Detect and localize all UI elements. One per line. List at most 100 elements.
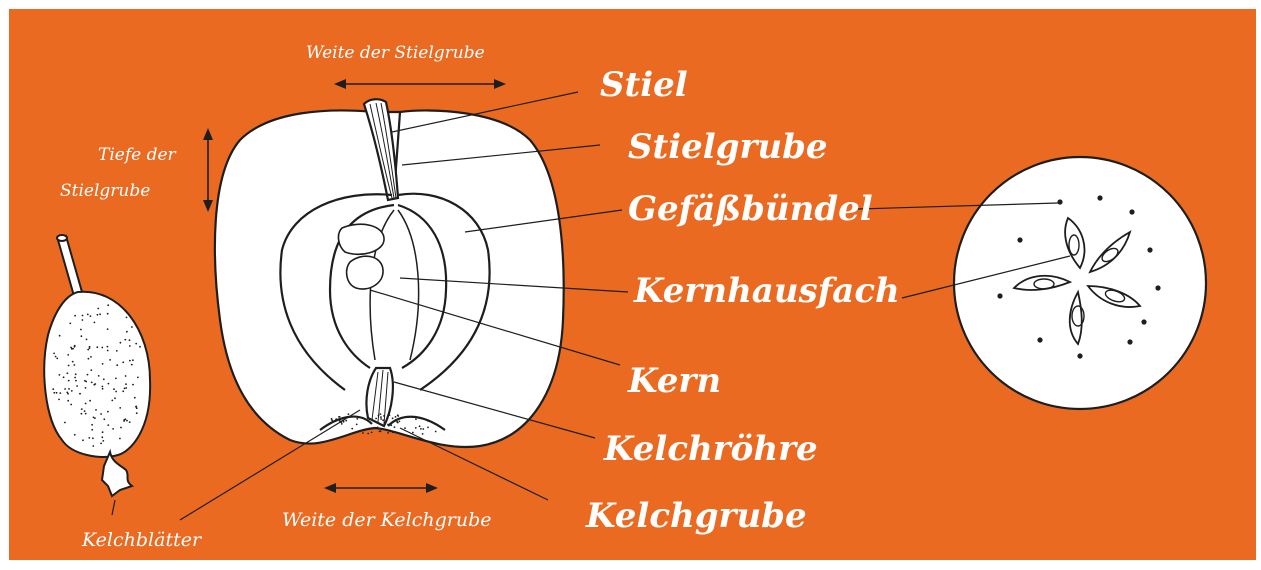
- stipple-dot: [380, 418, 382, 420]
- speckle-dot: [125, 383, 127, 385]
- stipple-dot: [422, 433, 424, 435]
- speckle-dot: [116, 364, 118, 366]
- speckle-dot: [96, 346, 98, 348]
- stipple-dot: [367, 433, 369, 435]
- speckle-dot: [67, 354, 69, 356]
- speckle-dot: [58, 399, 60, 401]
- speckle-dot: [132, 384, 134, 386]
- label-gefaessbuendel: Gefäßbündel: [628, 189, 873, 229]
- speckle-dot: [112, 428, 114, 430]
- speckle-dot: [107, 424, 109, 426]
- speckle-dot: [81, 408, 83, 410]
- stipple-dot: [377, 427, 379, 429]
- stipple-dot: [394, 426, 396, 428]
- stipple-dot: [384, 424, 386, 426]
- speckle-dot: [97, 314, 99, 316]
- stipple-dot: [356, 418, 358, 420]
- speckle-dot: [131, 364, 133, 366]
- speckle-dot: [131, 326, 133, 328]
- speckle-dot: [135, 406, 137, 408]
- speckle-dot: [75, 380, 77, 382]
- speckle-dot: [107, 328, 109, 330]
- stipple-dot: [380, 430, 382, 432]
- speckle-dot: [125, 375, 127, 377]
- speckle-dot: [137, 377, 139, 379]
- speckle-dot: [94, 322, 96, 324]
- speckle-dot: [52, 388, 54, 390]
- speckle-dot: [88, 437, 90, 439]
- speckle-dot: [80, 329, 82, 331]
- stipple-dot: [375, 418, 377, 420]
- stipple-dot: [364, 429, 366, 431]
- speckle-dot: [107, 350, 109, 352]
- speckle-dot: [119, 407, 121, 409]
- speckle-dot: [67, 393, 69, 395]
- speckle-dot: [129, 345, 131, 347]
- speckle-dot: [107, 346, 109, 348]
- speckle-dot: [56, 358, 58, 360]
- speckle-dot: [85, 387, 87, 389]
- stipple-dot: [395, 416, 397, 418]
- stipple-dot: [435, 431, 437, 433]
- speckle-dot: [81, 413, 83, 415]
- speckle-dot: [82, 439, 84, 441]
- label-weite-kelchgrube: Weite der Kelchgrube: [282, 509, 492, 531]
- speckle-dot: [107, 313, 109, 315]
- stipple-dot: [422, 428, 424, 430]
- speckle-dot: [129, 421, 131, 423]
- speckle-dot: [68, 388, 70, 390]
- stipple-dot: [427, 427, 429, 429]
- label-tiefe-line2: Stielgrube: [60, 181, 150, 201]
- speckle-dot: [109, 359, 111, 361]
- stipple-dot: [335, 420, 337, 422]
- speckle-dot: [107, 304, 109, 306]
- speckle-dot: [103, 378, 105, 380]
- speckle-dot: [88, 358, 90, 360]
- speckle-dot: [89, 346, 91, 348]
- stipple-dot: [356, 424, 358, 426]
- stipple-dot: [329, 423, 331, 425]
- speckle-dot: [102, 386, 104, 388]
- speckle-dot: [91, 424, 93, 426]
- seed-1: [338, 224, 384, 254]
- stipple-dot: [392, 417, 394, 419]
- stipple-dot: [397, 422, 399, 424]
- speckle-dot: [81, 335, 83, 337]
- speckle-dot: [95, 409, 97, 411]
- speckle-dot: [68, 365, 70, 367]
- stipple-dot: [427, 420, 429, 422]
- stipple-dot: [389, 414, 391, 416]
- speckle-dot: [113, 388, 115, 390]
- speckle-dot: [53, 353, 55, 355]
- speckle-dot: [85, 381, 87, 383]
- stipple-dot: [404, 427, 406, 429]
- transverse-skin: [954, 157, 1206, 409]
- speckle-dot: [75, 373, 77, 375]
- speckle-dot: [101, 436, 103, 438]
- stipple-dot: [419, 425, 421, 427]
- speckle-dot: [102, 431, 104, 433]
- stipple-dot: [371, 432, 373, 434]
- stipple-dot: [380, 413, 382, 415]
- speckle-dot: [74, 377, 76, 379]
- stipple-dot: [397, 414, 399, 416]
- speckle-dot: [90, 356, 92, 358]
- stipple-dot: [392, 431, 394, 433]
- label-weite-stielgrube: Weite der Stielgrube: [306, 43, 485, 63]
- speckle-dot: [108, 383, 110, 385]
- speckle-dot: [124, 339, 126, 341]
- stipple-dot: [420, 428, 422, 430]
- speckle-dot: [93, 384, 95, 386]
- stipple-dot: [382, 419, 384, 421]
- speckle-dot: [87, 314, 89, 316]
- speckle-dot: [97, 308, 99, 310]
- speckle-dot: [63, 376, 65, 378]
- label-kelchgrube: Kelchgrube: [585, 496, 807, 536]
- speckle-dot: [56, 392, 58, 394]
- speckle-dot: [126, 331, 128, 333]
- speckle-dot: [90, 315, 92, 317]
- stipple-dot: [399, 421, 401, 423]
- speckle-dot: [92, 437, 94, 439]
- speckle-dot: [64, 388, 66, 390]
